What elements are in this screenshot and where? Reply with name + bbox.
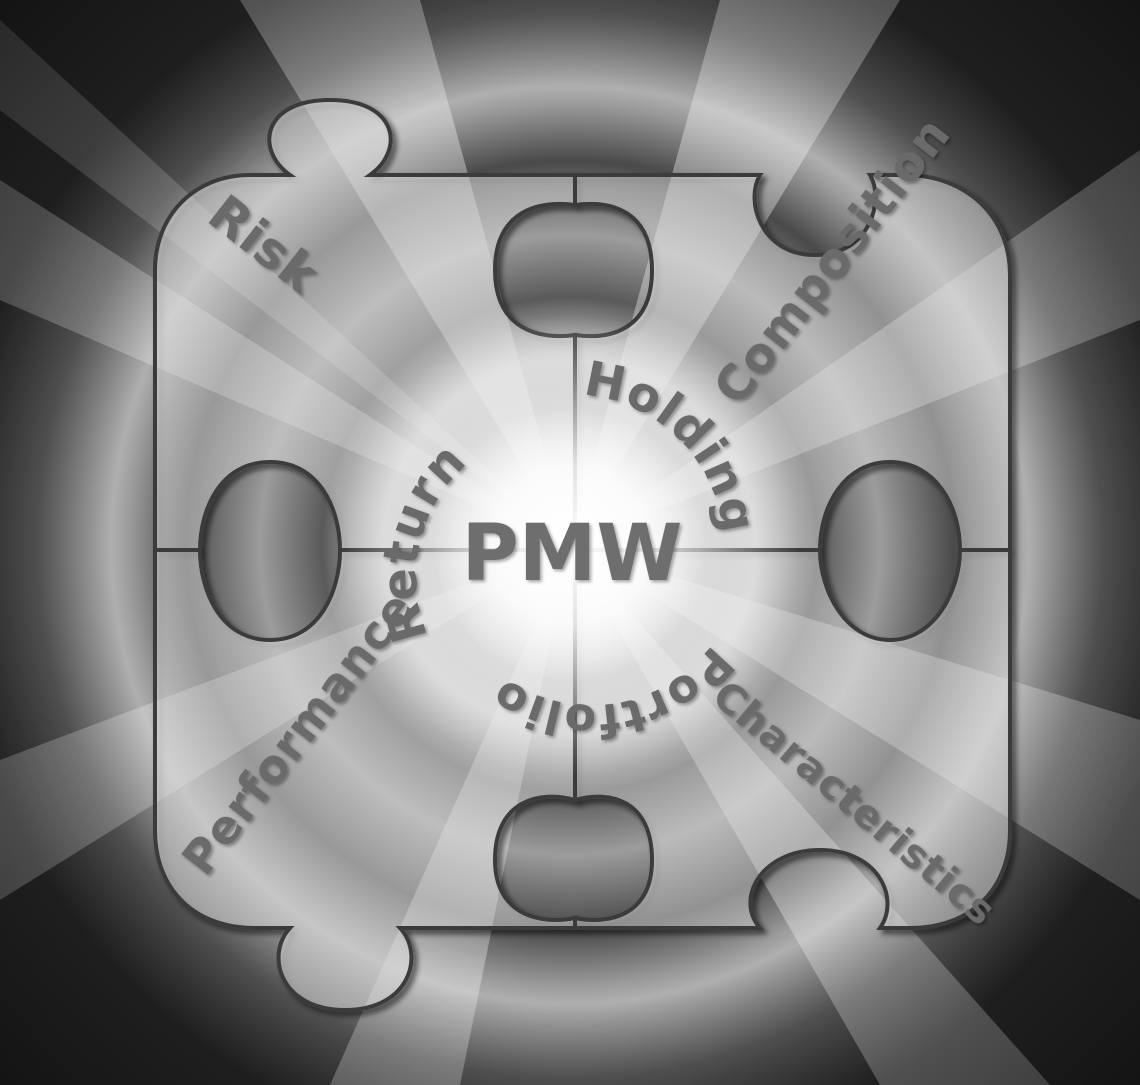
center-label-pmw: PMW — [462, 509, 683, 599]
